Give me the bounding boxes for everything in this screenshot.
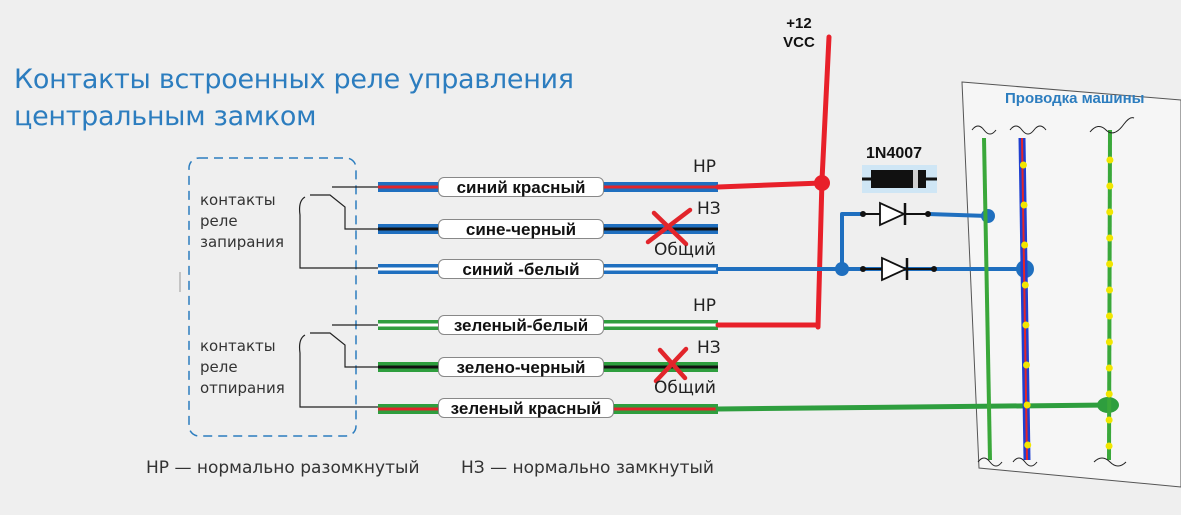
tag-unlock-common: Общий: [654, 378, 716, 398]
car-blue-junction-upper: [981, 209, 995, 223]
x-mark-icon: [645, 207, 693, 247]
wire-dot: [1024, 441, 1032, 449]
unlock-common-wire: [715, 402, 1111, 412]
tag-lock-nc: НЗ: [697, 199, 721, 219]
car-green-wire-left: [982, 137, 992, 461]
lock-no-wire: [715, 180, 825, 190]
wire-label-blue-white: синий -белый: [438, 259, 604, 279]
diode-upper: [860, 201, 931, 227]
wire-dot: [1106, 208, 1114, 216]
legend-no: НР — нормально разомкнутый: [146, 458, 420, 478]
page-title: Контакты встроенных реле управления: [14, 64, 574, 95]
wire-dot: [1105, 416, 1113, 424]
car-wire-break-marks: [971, 117, 1135, 467]
tag-unlock-no: НР: [693, 296, 717, 316]
tag-unlock-nc: НЗ: [697, 338, 721, 358]
car-green-wire-right: [1107, 129, 1112, 461]
wire-dot: [1105, 364, 1113, 372]
wire-dot: [1106, 182, 1114, 190]
wire-label-green-red: зеленый красный: [438, 398, 614, 418]
wire-label-blue-red: синий красный: [438, 177, 604, 197]
relay-box: [188, 157, 357, 437]
power-wires: [715, 34, 832, 330]
wire-dot: [1020, 201, 1028, 209]
diode-lower: [860, 256, 937, 282]
common-junction: [835, 262, 849, 276]
wire-dot: [1023, 401, 1031, 409]
wire-dot: [1106, 234, 1114, 242]
page-subtitle: центральным замком: [14, 101, 317, 132]
wire-dot: [1105, 390, 1113, 398]
tag-lock-no: НР: [693, 157, 717, 177]
wire-dot: [1106, 260, 1114, 268]
lock-relay-label: контакты реле запирания: [200, 191, 285, 251]
wire-dot: [1105, 338, 1113, 346]
wire-dot: [1021, 241, 1029, 249]
diode-branch-wire: [840, 212, 864, 271]
vcc-label: +12 VCC: [783, 15, 815, 51]
car-wiring-label: Проводка машины: [1005, 90, 1145, 107]
wire-dot: [1106, 286, 1114, 294]
diode-label: 1N4007: [866, 145, 923, 162]
diode-output-wire: [926, 212, 990, 218]
wire-dot: [1105, 442, 1113, 450]
wire-dot: [1106, 156, 1114, 164]
car-wire-dots: [1019, 156, 1114, 450]
x-mark-icon: [653, 346, 689, 384]
diode-package-icon: [862, 165, 937, 193]
wire-dot: [1022, 321, 1030, 329]
unlock-relay-contacts: [298, 324, 378, 408]
car-wiring-panel: [961, 81, 1181, 488]
wire-label-green-black: зелено-черный: [438, 357, 604, 377]
unlock-relay-label: контакты реле отпирания: [200, 337, 285, 397]
wire-dot: [1105, 312, 1113, 320]
lock-relay-contacts: [298, 186, 378, 269]
wire-dot: [1019, 161, 1027, 169]
wire-dot: [1023, 361, 1031, 369]
wire-label-green-white: зеленый-белый: [438, 315, 604, 335]
wire-label-blue-black: сине-черный: [438, 219, 604, 239]
legend-nc: НЗ — нормально замкнутый: [461, 458, 714, 478]
wire-dot: [1021, 281, 1029, 289]
vcc-junction: [814, 175, 830, 191]
tag-lock-common: Общий: [654, 240, 716, 260]
